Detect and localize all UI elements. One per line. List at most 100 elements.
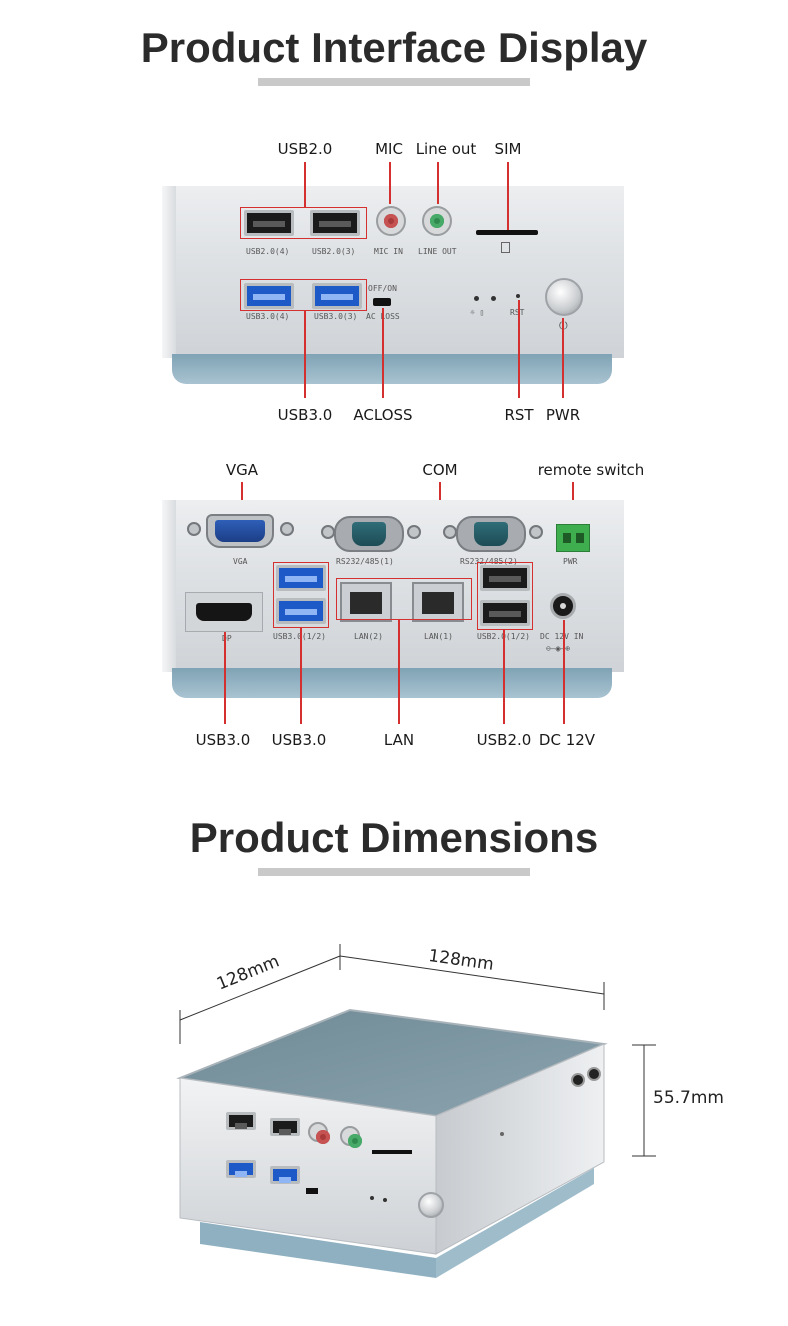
leader-mic [389,162,391,204]
dp-bezel [185,592,263,632]
com2-screw-left [443,525,457,539]
rear-panel-edge [162,500,176,672]
dim-acloss-switch [306,1188,318,1194]
usb3-port-2 [276,598,326,624]
title-underline [258,78,530,86]
product-body [176,1008,608,1278]
interface-title: Product Interface Display [140,24,648,71]
mic-jack [376,206,406,236]
leader-usb30-dp [224,632,226,724]
label-com: COM [422,461,458,479]
leader-usb20-rear [503,630,505,724]
label-usb30-dp: USB3.0 [195,731,251,749]
usb2-port-2 [480,600,530,626]
com1-print: RS232/485(1) [336,557,394,566]
com2-print: RS232/485(2) [460,557,518,566]
label-sim: SIM [494,140,522,158]
leader-rst [518,300,520,398]
line-out-print: LINE OUT [418,247,457,256]
lan1-port [412,582,464,622]
leader-sim [507,162,509,230]
leader-usb30-rear [300,628,302,724]
label-usb30-front: USB3.0 [277,406,333,424]
leader-vga [241,482,243,516]
vga-print: VGA [233,557,248,566]
rst-print: RST [510,308,524,317]
vga-screw-right [280,522,294,536]
com2-port [456,516,526,552]
dim-usb2-port-3 [270,1118,300,1136]
dim-power-button [418,1192,444,1218]
label-vga: VGA [225,461,259,479]
dimensions-title: Product Dimensions [189,814,599,861]
usb3-port-4 [244,283,294,309]
front-panel-edge [162,186,176,358]
power-button [545,278,583,316]
lan2-port [340,582,392,622]
hdd-led [491,296,496,301]
dc-in-print: DC 12V IN [540,632,584,641]
box-usb20-front [240,207,367,239]
box-usb30-front [240,279,367,311]
acloss-switch [373,298,391,306]
dim-hdd-led [383,1198,387,1202]
height-label: 55.7mm [653,1088,724,1108]
box-lan [336,578,472,620]
label-rst: RST [504,406,534,424]
dimension-lines [179,944,656,1157]
vga-port [206,514,274,548]
power-led [474,296,479,301]
front-panel-foot [172,354,612,384]
dim-line-out-jack [340,1126,362,1148]
label-remote-switch: remote switch [537,461,645,479]
dp-print: DP [222,634,232,643]
usb3-port-3 [312,283,362,309]
label-dc12v: DC 12V [538,731,596,749]
usb2-port-4 [244,210,294,236]
leader-acloss [382,308,384,398]
com1-screw-right [407,525,421,539]
dimensions-underline [258,868,530,876]
label-mic: MIC [375,140,403,158]
lan2-print: LAN(2) [354,632,383,641]
dc-jack [550,593,576,619]
dim-usb3-port-3 [270,1166,300,1184]
sim-card-icon [501,242,510,253]
usb3-12-print: USB3.0(1/2) [273,632,326,641]
leader-usb30-front [304,311,306,398]
com1-port [334,516,404,552]
leader-dc12v [563,620,565,724]
polarity-icon: ⊖–◉–⊕ [546,644,571,653]
label-pwr: PWR [545,406,581,424]
label-usb20-rear: USB2.0 [476,731,532,749]
dim-usb2-port-4 [226,1112,256,1130]
usb3-3-print: USB3.0(3) [314,312,358,321]
dim-sim-slot [372,1150,412,1154]
reset-pinhole [516,294,520,298]
usb2-4-print: USB2.0(4) [246,247,290,256]
rear-panel-foot [172,668,612,698]
label-usb30-rear: USB3.0 [271,731,327,749]
usb2-3-print: USB2.0(3) [312,247,356,256]
box-usb20-rear [477,562,533,630]
lan1-print: LAN(1) [424,632,453,641]
pwr-print: PWR [563,557,578,566]
line-out-jack [422,206,452,236]
com1-screw-left [321,525,335,539]
usb3-port-1 [276,565,326,591]
led-icons: ☼ ▯ [470,308,485,317]
label-line-out: Line out [415,140,477,158]
dim-mic-jack [308,1122,330,1144]
usb2-port-3 [310,210,360,236]
leader-pwr [562,318,564,398]
label-lan: LAN [383,731,415,749]
label-acloss: ACLOSS [353,406,413,424]
leader-line-out [437,162,439,204]
sim-slot [476,230,538,235]
mic-in-print: MIC IN [374,247,403,256]
leader-lan [398,620,400,724]
dim-power-led [370,1196,374,1200]
vga-screw-left [187,522,201,536]
dim-usb3-port-4 [226,1160,256,1178]
usb2-port-1 [480,565,530,591]
